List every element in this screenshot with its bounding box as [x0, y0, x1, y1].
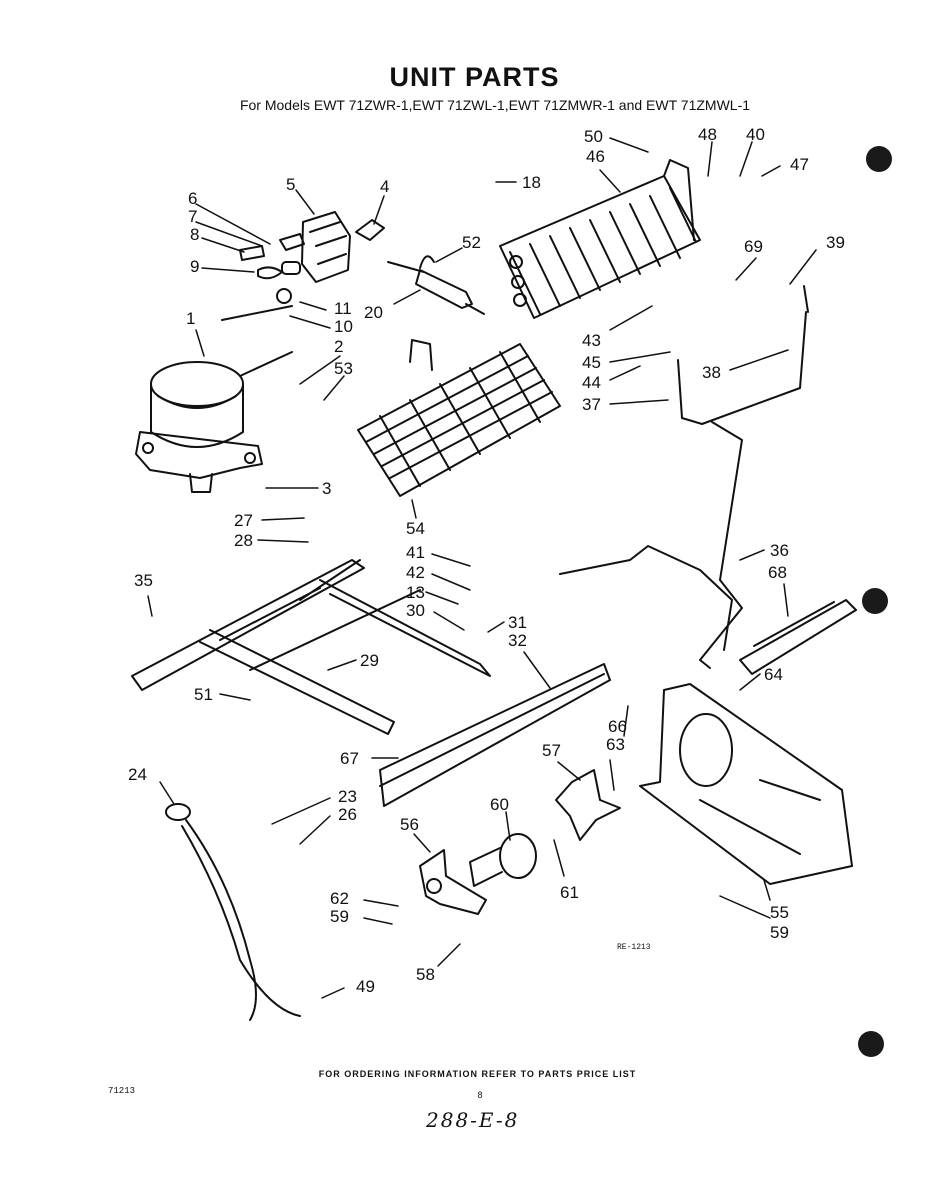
callout-56: 56 [400, 815, 419, 834]
callout-11: 11 [334, 299, 352, 318]
callout-46: 46 [586, 147, 605, 166]
callout-60: 60 [490, 795, 509, 814]
callout-40: 40 [746, 125, 765, 144]
callout-6: 6 [188, 189, 197, 208]
callout-29: 29 [360, 651, 379, 670]
callout-10: 10 [334, 317, 353, 336]
callout-32: 32 [508, 631, 527, 650]
callout-30: 30 [406, 601, 425, 620]
callout-55: 55 [770, 903, 789, 922]
callout-45: 45 [582, 353, 601, 372]
punch-hole-top [866, 146, 892, 172]
fan-shroud-drawing [639, 683, 853, 885]
callout-48: 48 [698, 125, 717, 144]
callout-9: 9 [190, 257, 199, 276]
leader-lines [147, 137, 817, 999]
callout-8: 8 [190, 225, 199, 244]
page-title: UNIT PARTS [389, 62, 560, 92]
callout-39: 39 [826, 233, 845, 252]
drier-drawing [387, 255, 485, 315]
callout-5: 5 [286, 175, 295, 194]
page-number: 8 [477, 1090, 483, 1100]
callout-54: 54 [406, 519, 425, 538]
callout-3: 3 [322, 479, 331, 498]
callout-41: 41 [406, 543, 425, 562]
callout-31: 31 [508, 613, 527, 632]
callout-47: 47 [790, 155, 809, 174]
drawing-reference: RE-1213 [617, 943, 651, 952]
callout-24: 24 [128, 765, 147, 784]
callout-13: 13 [406, 583, 425, 602]
callout-20: 20 [364, 303, 383, 322]
callout-42: 42 [406, 563, 425, 582]
callout-53: 53 [334, 359, 353, 378]
callout-23: 23 [338, 787, 357, 806]
callout-68: 68 [768, 563, 787, 582]
callout-51: 51 [194, 685, 213, 704]
document-number: 71213 [108, 1086, 136, 1096]
callout-67: 67 [340, 749, 359, 768]
callout-44: 44 [582, 373, 601, 392]
callout-35: 35 [134, 571, 153, 590]
callout-64: 64 [764, 665, 783, 684]
callout-7: 7 [188, 207, 197, 226]
callout-66: 66 [608, 717, 627, 736]
callout-57: 57 [542, 741, 561, 760]
callout-38: 38 [702, 363, 721, 382]
callout-52: 52 [462, 233, 481, 252]
ordering-note: FOR ORDERING INFORMATION REFER TO PARTS … [318, 1069, 637, 1079]
capillary-tube-drawing [559, 285, 809, 669]
callout-26: 26 [338, 805, 357, 824]
callout-37: 37 [582, 395, 601, 414]
base-frame-drawing [131, 559, 491, 735]
punch-hole-bottom [858, 1031, 884, 1057]
callout-49: 49 [356, 977, 375, 996]
callout-69: 69 [744, 237, 763, 256]
fan-motor-drawing [419, 769, 621, 915]
punch-hole-middle [862, 588, 888, 614]
wiring-harness-drawing [165, 803, 301, 1021]
callout-27: 27 [234, 511, 253, 530]
bracket-68-drawing [739, 599, 857, 675]
model-list: For Models EWT 71ZWR-1,EWT 71ZWL-1,EWT 7… [239, 97, 751, 113]
callout-18: 18 [522, 173, 541, 192]
condenser-drawing [499, 159, 701, 319]
callout-4: 4 [380, 177, 389, 196]
callout-61: 61 [560, 883, 579, 902]
callout-36: 36 [770, 541, 789, 560]
callout-59a: 59 [330, 907, 349, 926]
callout-59b: 59 [770, 923, 789, 942]
callout-58: 58 [416, 965, 435, 984]
handwritten-note: 288-E-8 [426, 1108, 520, 1132]
callout-50: 50 [584, 127, 603, 146]
compressor-drawing [135, 361, 263, 493]
callout-1: 1 [186, 309, 195, 328]
evaporator-drawing [357, 339, 561, 497]
callout-62: 62 [330, 889, 349, 908]
callout-2: 2 [334, 337, 343, 356]
callout-28: 28 [234, 531, 253, 550]
mounting-rail-drawing [379, 663, 611, 807]
callout-43: 43 [582, 331, 601, 350]
callout-63: 63 [606, 735, 625, 754]
part-number-labels: 1 2 3 4 5 6 7 8 9 10 11 13 18 20 23 24 2… [128, 125, 845, 996]
relay-overload-drawing [221, 211, 385, 377]
